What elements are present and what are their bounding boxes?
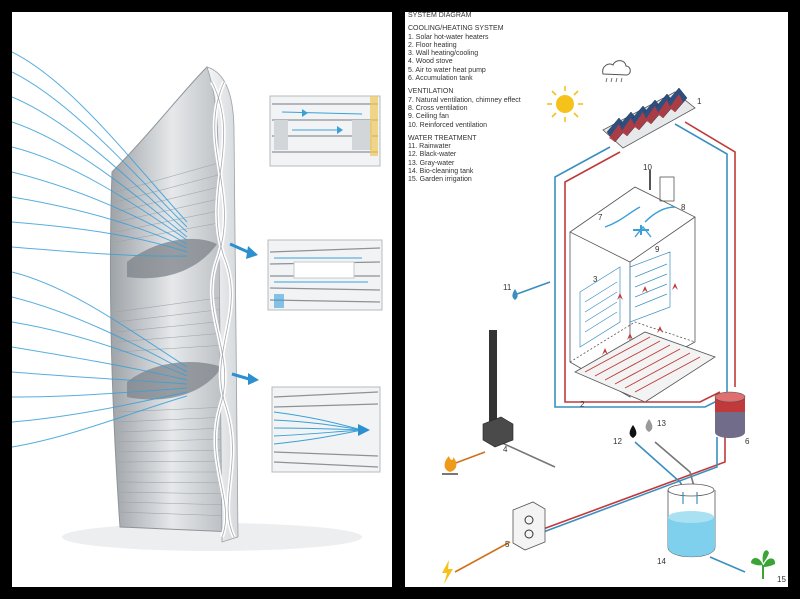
legend-item: 7. Natural ventilation, chimney effect: [408, 96, 521, 104]
legend-item: 10. Reinforced ventilation: [408, 121, 487, 129]
legend-item: 8. Cross ventilation: [408, 104, 468, 112]
ventilation-arrows: [604, 206, 676, 238]
wind-opening-lower: [127, 362, 222, 400]
solar-collectors: [602, 87, 696, 149]
callout-6: 6: [745, 437, 750, 446]
wood-stove: [482, 330, 514, 448]
callout-4: 4: [503, 445, 508, 454]
callout-5: 5: [505, 540, 510, 549]
legend-item: 4. Wood stove: [408, 58, 453, 66]
floor-heating: [574, 283, 716, 403]
diagram-legend: SYSTEM DIAGRAM COOLING/HEATING SYSTEM 1.…: [408, 12, 558, 185]
detail-section-3: [271, 386, 381, 473]
accumulation-tank: [714, 391, 746, 438]
gray-water-drop-icon: [645, 419, 653, 432]
callout-3: 3: [593, 275, 598, 284]
legend-item: 13. Gray-water: [408, 159, 455, 167]
legend-item: 12. Black-water: [408, 151, 457, 159]
callout-12: 12: [613, 437, 622, 446]
callout-9: 9: [655, 245, 660, 254]
legend-item: 15. Garden irrigation: [408, 176, 472, 184]
legend-heading-water: WATER TREATMENT: [408, 134, 477, 142]
callout-10: 10: [643, 163, 652, 172]
detail-section-1: [269, 95, 381, 167]
wind-lines: [12, 51, 188, 448]
detail-section-2: [267, 239, 383, 311]
legend-item: 6. Accumulation tank: [408, 75, 473, 83]
legend-item: 9. Ceiling fan: [408, 113, 449, 121]
tower-illustration: [12, 51, 383, 551]
wall-heating-panels: [579, 251, 671, 348]
callout-7: 7: [598, 213, 603, 222]
lightning-icon: [442, 560, 453, 584]
legend-item: 2. Floor heating: [408, 41, 457, 49]
plant-icon: [751, 550, 776, 579]
callout-8: 8: [681, 203, 686, 212]
ceiling-fan-icon: [633, 225, 649, 235]
legend-item: 14. Bio-cleaning tank: [408, 168, 474, 176]
water-drop-icon: [512, 289, 518, 300]
outflow-arrow-upper: [229, 242, 249, 254]
callout-15: 15: [777, 575, 786, 584]
legend-item: 5. Air to water heat pump: [408, 66, 486, 74]
legend-item: 1. Solar hot-water heaters: [408, 33, 489, 41]
flame-icon: [442, 456, 458, 475]
legend-item: 3. Wall heating/cooling: [408, 50, 479, 58]
heat-pump: [512, 501, 546, 551]
legend-item: 11. Rainwater: [408, 143, 451, 151]
legend-heading-cooling: COOLING/HEATING SYSTEM: [408, 25, 504, 33]
outflow-arrow-lower: [231, 372, 250, 381]
callout-1: 1: [697, 97, 702, 106]
rain-cloud-icon: [602, 60, 631, 83]
ground-shadow: [62, 523, 362, 551]
system-diagram-panel: SYSTEM DIAGRAM COOLING/HEATING SYSTEM 1.…: [405, 12, 788, 587]
callout-2: 2: [580, 400, 585, 409]
callout-11: 11: [503, 283, 512, 292]
legend-heading-ventilation: VENTILATION: [408, 88, 454, 96]
diagram-title: SYSTEM DIAGRAM: [408, 12, 472, 19]
sun-icon: [547, 86, 583, 122]
tower-panel: [12, 12, 392, 587]
system-diagram: 1: [442, 60, 786, 584]
wind-opening-upper: [127, 238, 217, 279]
bio-cleaning-tank: [667, 483, 716, 558]
callout-13: 13: [657, 419, 666, 428]
black-water-drop-icon: [629, 425, 637, 438]
callout-14: 14: [657, 557, 666, 566]
